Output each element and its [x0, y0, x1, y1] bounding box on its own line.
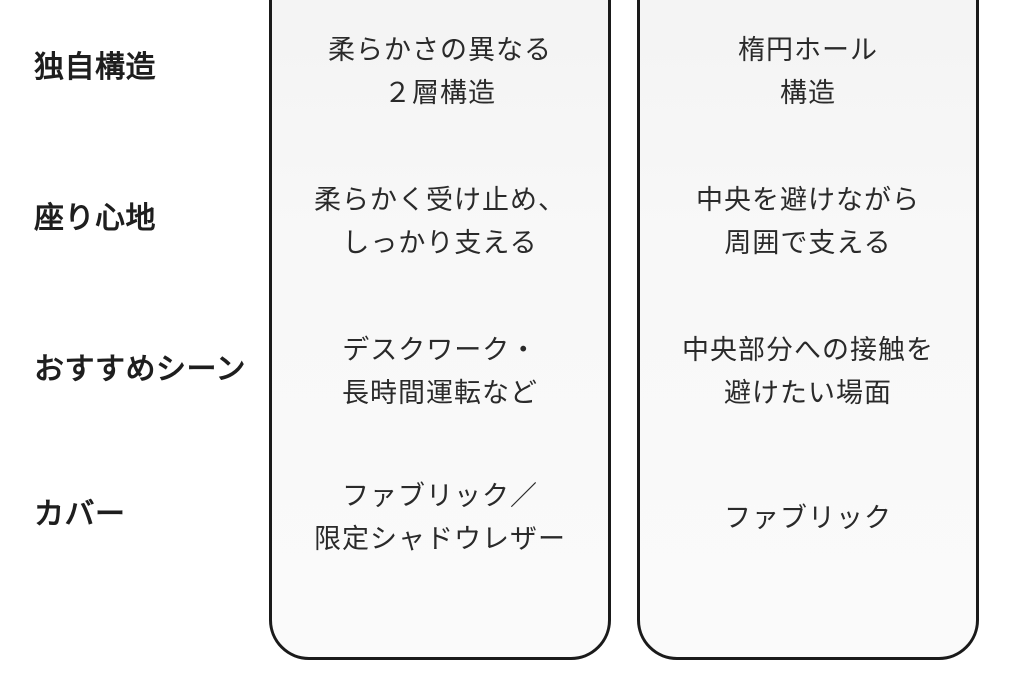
comparison-card-left: 柔らかさの異なる ２層構造 柔らかく受け止め、 しっかり支える デスクワーク・ … [269, 0, 611, 660]
cell-line: ２層構造 [384, 78, 496, 109]
cell-cover: ファブリック [640, 497, 976, 540]
cell-line: 柔らかく受け止め、 [314, 185, 566, 216]
cell-comfort: 柔らかく受け止め、 しっかり支える [272, 179, 608, 265]
cell-scene: デスクワーク・ 長時間運転など [272, 329, 608, 415]
cell-line: 柔らかさの異なる [328, 35, 552, 66]
cell-line: ファブリック／ [342, 481, 538, 512]
cell-line: しっかり支える [342, 228, 538, 259]
comparison-card-right: 楕円ホール 構造 中央を避けながら 周囲で支える 中央部分への接触を 避けたい場… [637, 0, 979, 660]
cell-line: 避けたい場面 [724, 378, 892, 409]
cell-line: 中央を避けながら [696, 185, 920, 216]
row-label-cover: カバー [34, 497, 126, 532]
cell-cover: ファブリック／ 限定シャドウレザー [272, 475, 608, 561]
cell-line: 限定シャドウレザー [314, 524, 566, 555]
cell-line: 周囲で支える [724, 228, 892, 259]
cell-line: ファブリック [724, 503, 892, 534]
cell-line: 構造 [780, 78, 836, 109]
row-label-scene: おすすめシーン [34, 352, 246, 387]
cell-line: 長時間運転など [342, 378, 538, 409]
cell-comfort: 中央を避けながら 周囲で支える [640, 179, 976, 265]
cell-scene: 中央部分への接触を 避けたい場面 [640, 329, 976, 415]
cell-line: 楕円ホール [738, 35, 878, 66]
cell-line: デスクワーク・ [342, 335, 538, 366]
row-label-comfort: 座り心地 [34, 201, 156, 236]
cell-structure: 楕円ホール 構造 [640, 29, 976, 115]
row-label-structure: 独自構造 [34, 50, 156, 85]
cell-line: 中央部分への接触を [682, 335, 934, 366]
cell-structure: 柔らかさの異なる ２層構造 [272, 29, 608, 115]
